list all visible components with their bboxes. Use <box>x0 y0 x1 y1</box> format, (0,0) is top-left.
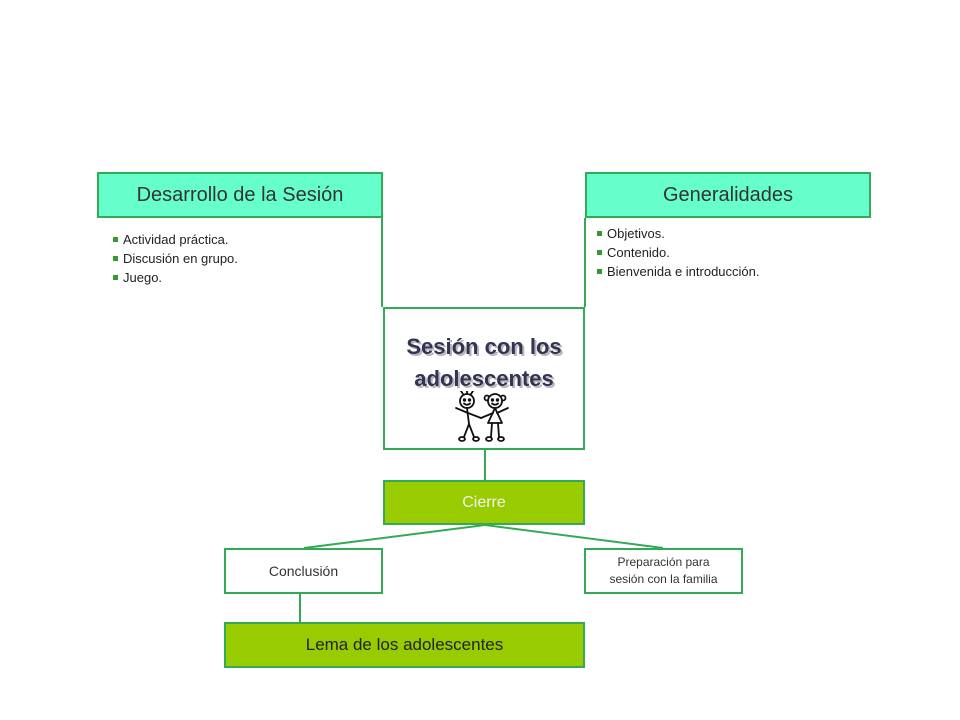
square-bullet-icon <box>113 275 118 280</box>
square-bullet-icon <box>597 269 602 274</box>
list-item-text: Contenido. <box>607 245 670 260</box>
list-item: Actividad práctica. <box>113 230 238 249</box>
node-cierre-label: Cierre <box>462 493 506 511</box>
list-item: Discusión en grupo. <box>113 249 238 268</box>
list-item-text: Objetivos. <box>607 226 665 241</box>
node-desarrollo-de-la-sesion: Desarrollo de la Sesión <box>97 172 383 218</box>
node-preparacion-label-line-1: Preparación para <box>617 555 710 569</box>
square-bullet-icon <box>597 231 602 236</box>
generalidades-bullet-list: Objetivos. Contenido. Bienvenida e intro… <box>597 224 760 281</box>
node-sesion-title-line-1: Sesión con los <box>406 334 562 359</box>
square-bullet-icon <box>113 256 118 261</box>
list-item-text: Actividad práctica. <box>123 232 229 247</box>
square-bullet-icon <box>113 237 118 242</box>
list-item-text: Discusión en grupo. <box>123 251 238 266</box>
node-preparacion-para-sesion-con-la-familia: Preparación para sesión con la familia <box>584 548 743 594</box>
connector-cierre-preparacion <box>484 524 664 549</box>
node-generalidades-label: Generalidades <box>662 183 794 206</box>
node-conclusion: Conclusión <box>224 548 383 594</box>
list-item-text: Bienvenida e introducción. <box>607 264 760 279</box>
node-preparacion-label-line-2: sesión con la familia <box>609 572 718 586</box>
node-sesion-con-los-adolescentes: Sesión con los adolescentes <box>383 307 585 450</box>
node-sesion-title-line-2: adolescentes <box>414 366 554 391</box>
node-desarrollo-label: Desarrollo de la Sesión <box>136 183 344 206</box>
list-item: Contenido. <box>597 243 760 262</box>
node-conclusion-label: Conclusión <box>268 563 339 579</box>
node-generalidades: Generalidades <box>585 172 871 218</box>
list-item-text: Juego. <box>123 270 163 285</box>
list-item: Juego. <box>113 268 238 287</box>
node-lema-de-los-adolescentes: Lema de los adolescentes <box>224 622 585 668</box>
children-stick-figures-icon <box>455 391 509 442</box>
desarrollo-bullet-list: Actividad práctica. Discusión en grupo. … <box>113 230 238 287</box>
connector-cierre-conclusion <box>303 524 486 549</box>
square-bullet-icon <box>597 250 602 255</box>
list-item: Bienvenida e introducción. <box>597 262 760 281</box>
node-sesion-title: Sesión con los adolescentes <box>385 331 583 395</box>
node-cierre: Cierre <box>383 480 585 525</box>
list-item: Objetivos. <box>597 224 760 243</box>
node-lema-label: Lema de los adolescentes <box>305 635 504 654</box>
